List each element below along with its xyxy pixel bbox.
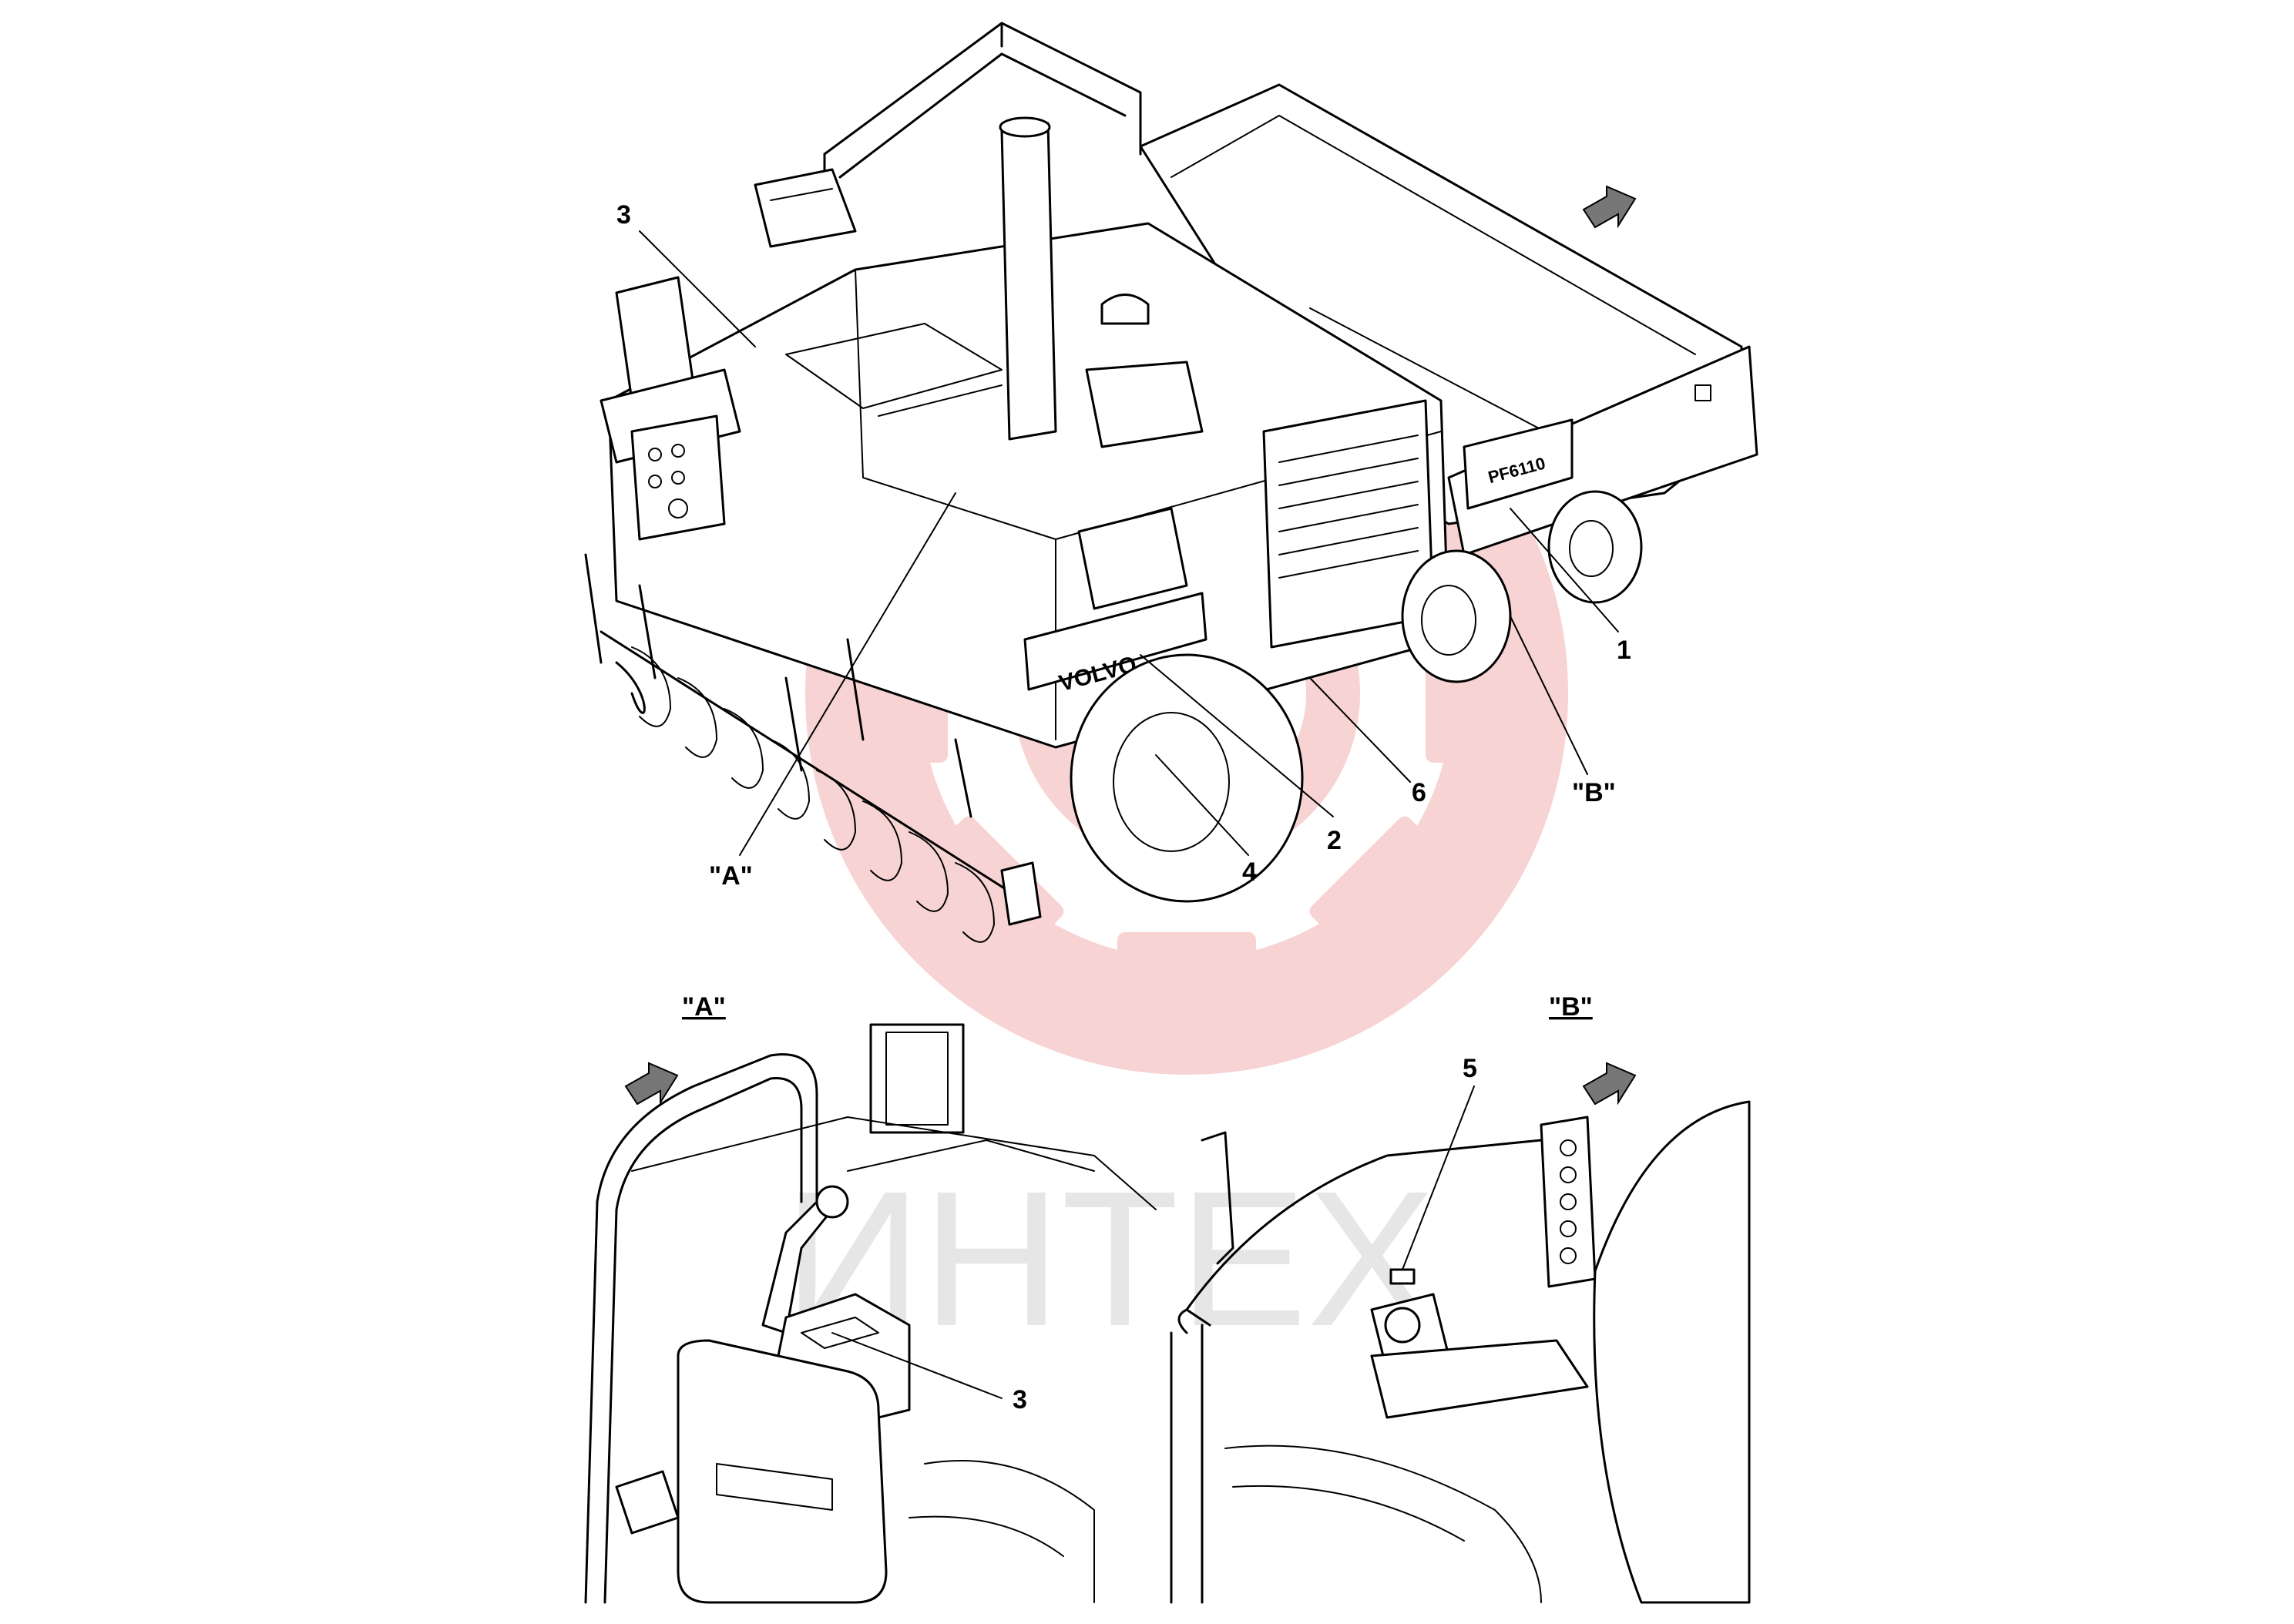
callout-leaders — [639, 230, 1619, 856]
callout-1: 1 — [1617, 636, 1631, 665]
control-console — [754, 168, 857, 248]
model-decal: PF6110 — [1463, 418, 1574, 510]
callout-2: 2 — [1327, 826, 1342, 855]
detail-a-callout-3: 3 — [1013, 1385, 1027, 1414]
callout-4: 4 — [1242, 857, 1257, 887]
paver-overview: PF6110 VOLVO — [584, 22, 1758, 943]
callout-3-overview: 3 — [616, 200, 631, 230]
auger — [600, 630, 1042, 943]
operator-seat-right — [1077, 361, 1204, 610]
detail-b-callout-5: 5 — [1463, 1054, 1477, 1083]
detail-b-title: "B" — [1549, 992, 1593, 1022]
callout-6: 6 — [1412, 778, 1426, 807]
detail-view-b: "B" 5 — [1170, 992, 1751, 1604]
detail-a-title: "A" — [682, 992, 726, 1022]
detail-a-arrow — [624, 1062, 679, 1106]
detail-b-arrow — [1582, 1062, 1637, 1106]
callout-view-b: "B" — [1572, 778, 1616, 807]
decal-5 — [1389, 1268, 1416, 1285]
front-wheel — [1070, 653, 1304, 903]
direction-arrow — [1582, 185, 1637, 229]
front-control-panel — [630, 414, 726, 541]
callout-view-a: "A" — [709, 861, 753, 891]
detail-view-a: "A" 3 — [584, 992, 1157, 1604]
